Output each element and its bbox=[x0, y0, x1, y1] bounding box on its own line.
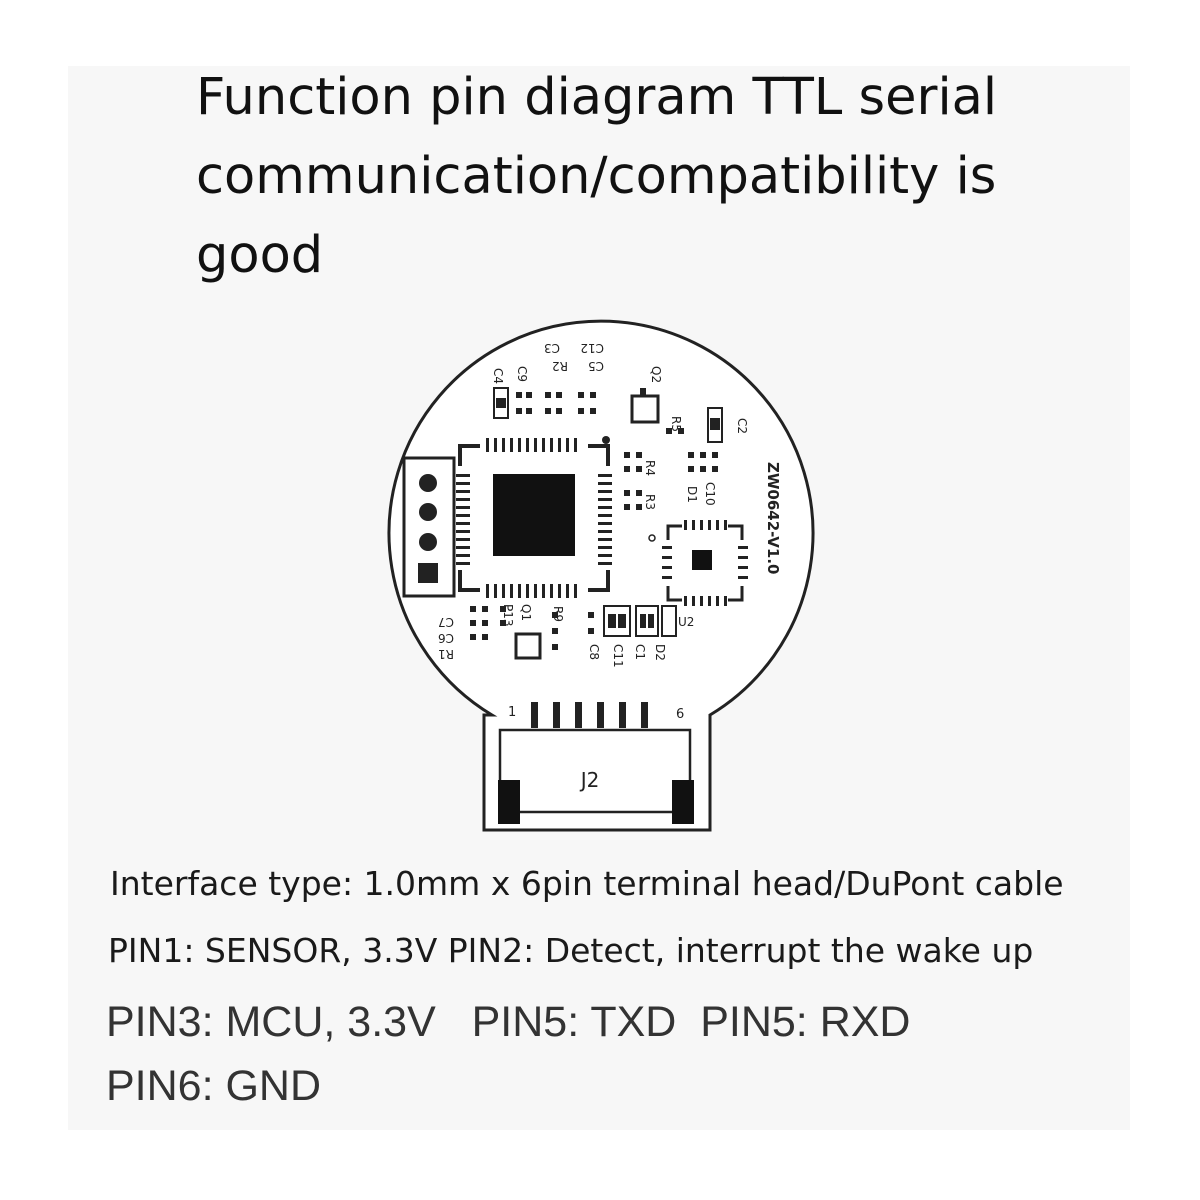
label-c6: C6 bbox=[438, 631, 454, 645]
pin-description-line-3: PIN6: GND bbox=[106, 1062, 322, 1110]
label-c3: C3 bbox=[544, 341, 560, 355]
sensor-chip-u2 bbox=[648, 520, 748, 606]
label-r1: R1 bbox=[438, 647, 454, 661]
connector-label: J2 bbox=[579, 768, 600, 792]
label-c7: C7 bbox=[438, 615, 454, 629]
pin-description-line-1: PIN1: SENSOR, 3.3V PIN2: Detect, interru… bbox=[108, 931, 1034, 970]
board-model-label: ZW0642-V1.0 bbox=[764, 462, 782, 575]
interface-type-text: Interface type: 1.0mm x 6pin terminal he… bbox=[110, 864, 1064, 903]
connector-pin-first-label: 1 bbox=[508, 705, 516, 720]
label-q2: Q2 bbox=[649, 366, 663, 383]
label-r2: R2 bbox=[552, 359, 568, 373]
connector-pin-last-label: 6 bbox=[676, 707, 684, 722]
diagram-title: Function pin diagram TTL serial communic… bbox=[196, 68, 998, 285]
label-r4: R4 bbox=[643, 460, 657, 476]
label-c11: C11 bbox=[611, 644, 625, 668]
label-c4: C4 bbox=[491, 368, 505, 384]
connector-j2 bbox=[498, 702, 694, 824]
mcu-chip bbox=[456, 436, 612, 598]
four-pin-header bbox=[402, 456, 456, 598]
label-c10: C10 bbox=[703, 482, 717, 506]
label-c5: C5 bbox=[588, 359, 604, 373]
label-r9: R9 bbox=[551, 606, 565, 622]
pin-description-line-2: PIN3: MCU, 3.3V PIN5: TXD PIN5: RXD bbox=[106, 998, 911, 1046]
smd-components bbox=[470, 387, 723, 660]
label-c12: C12 bbox=[580, 341, 604, 355]
label-c9: C9 bbox=[515, 366, 529, 382]
label-d1: D1 bbox=[685, 486, 699, 503]
label-u2: U2 bbox=[678, 615, 694, 629]
label-r5: R5 bbox=[669, 416, 683, 432]
label-c2: C2 bbox=[735, 418, 749, 434]
label-q1: Q1 bbox=[519, 604, 533, 621]
component-silk-labels: C4 C9 C3 C12 C5 R2 Q2 C2 R5 R4 R3 D1 C10… bbox=[438, 341, 749, 668]
label-c1: C1 bbox=[633, 644, 647, 660]
label-p13: P13 bbox=[501, 604, 515, 627]
label-c8: C8 bbox=[587, 644, 601, 660]
label-d2: D2 bbox=[653, 644, 667, 661]
label-r3: R3 bbox=[643, 494, 657, 510]
